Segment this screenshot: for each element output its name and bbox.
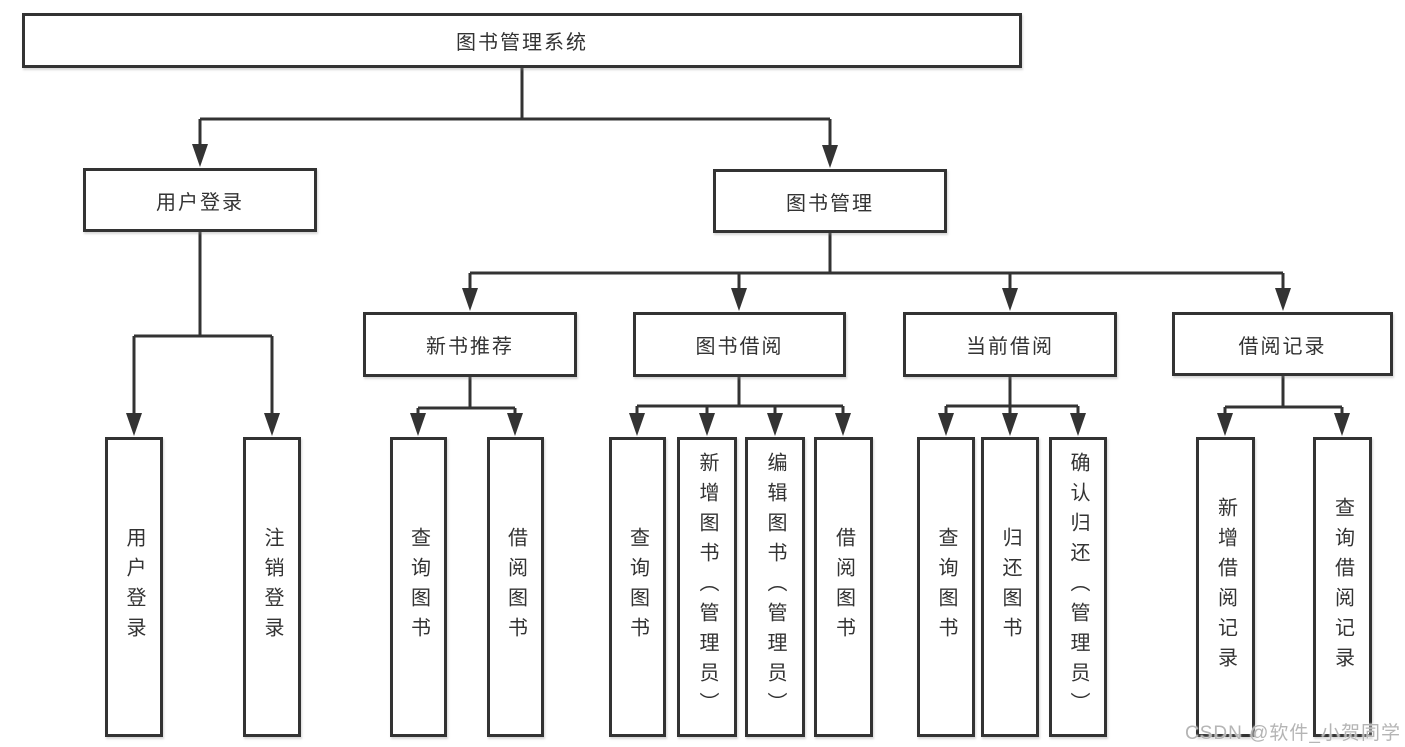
arrow-to-book-borrow [731, 288, 747, 311]
arrow-to-leaf-bb-query [629, 413, 645, 436]
arrow-to-leaf-cb-confirm [1070, 413, 1086, 436]
arrow-to-leaf-user-login [126, 413, 142, 436]
leaf-newbook-borrow-books: 借阅图书 [487, 437, 544, 737]
arrow-to-book-management [822, 145, 838, 168]
arrow-to-leaf-nb-borrow [507, 413, 523, 436]
leaf-current-return-books: 归还图书 [981, 437, 1039, 737]
leaf-logout: 注销登录 [243, 437, 301, 737]
arrow-to-current-borrow [1002, 288, 1018, 311]
arrow-to-leaf-logout [264, 413, 280, 436]
leaf-user-login: 用户登录 [105, 437, 163, 737]
arrow-to-leaf-br-add [1217, 413, 1233, 436]
leaf-records-add-borrow-record: 新增借阅记录 [1196, 437, 1255, 737]
node-user-login: 用户登录 [83, 168, 317, 232]
leaf-borrow-add-books-admin: 新增图书（管理员） [677, 437, 737, 737]
leaf-current-confirm-return-admin: 确认归还（管理员） [1049, 437, 1107, 737]
node-book-management: 图书管理 [713, 169, 947, 233]
leaf-records-query-borrow-record: 查询借阅记录 [1313, 437, 1372, 737]
node-book-borrow: 图书借阅 [633, 312, 846, 377]
node-new-book-recommend: 新书推荐 [363, 312, 577, 377]
leaf-current-query-books: 查询图书 [917, 437, 975, 737]
arrow-to-leaf-bb-add [699, 413, 715, 436]
arrow-to-new-book-recommend [462, 288, 478, 311]
leaf-newbook-query-books: 查询图书 [390, 437, 447, 737]
arrow-to-borrow-records [1275, 288, 1291, 311]
arrow-to-leaf-nb-query [410, 413, 426, 436]
leaf-borrow-borrow-books: 借阅图书 [814, 437, 873, 737]
arrow-to-leaf-br-query [1334, 413, 1350, 436]
node-current-borrow: 当前借阅 [903, 312, 1117, 377]
csdn-watermark: CSDN @软件_小贺同学 [1185, 723, 1401, 744]
arrow-to-user-login [192, 144, 208, 167]
leaf-borrow-query-books: 查询图书 [609, 437, 666, 737]
node-borrow-records: 借阅记录 [1172, 312, 1393, 376]
leaf-borrow-edit-books-admin: 编辑图书（管理员） [745, 437, 805, 737]
arrow-to-leaf-bb-edit [767, 413, 783, 436]
arrow-to-leaf-cb-query [938, 413, 954, 436]
node-library-management-system: 图书管理系统 [22, 13, 1022, 68]
arrow-to-leaf-cb-return [1002, 413, 1018, 436]
arrow-to-leaf-bb-borrow [835, 413, 851, 436]
